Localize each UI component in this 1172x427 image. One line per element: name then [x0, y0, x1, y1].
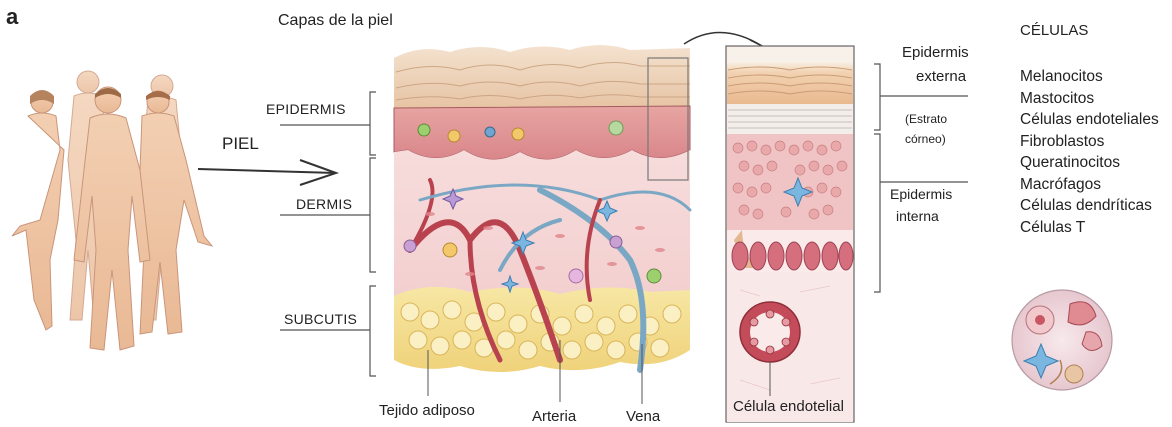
diagram-title: Capas de la piel [278, 12, 393, 30]
cell-type-list: Melanocitos Mastocitos Células endotelia… [1020, 66, 1159, 238]
list-item: Melanocitos [1020, 66, 1159, 88]
vein-label: Vena [626, 408, 660, 425]
stratum-corneum-label-line1: (Estrato [905, 112, 947, 126]
list-item: Células dendríticas [1020, 195, 1159, 217]
inner-epidermis-label-line1: Epidermis [890, 186, 952, 202]
panel-letter: a [6, 4, 18, 30]
list-item: Células T [1020, 217, 1159, 239]
dermis-layer-label: DERMIS [296, 196, 352, 212]
cells-heading: CÉLULAS [1020, 22, 1088, 39]
piel-label: PIEL [222, 134, 259, 154]
outer-epidermis-label-line1: Epidermis [902, 44, 969, 61]
cells-circle-illustration [1012, 290, 1112, 390]
zoom-panel [726, 46, 854, 422]
subcutis-layer-label: SUBCUTIS [284, 311, 357, 327]
list-item: Queratinocitos [1020, 152, 1159, 174]
endothelial-cell-label: Célula endotelial [733, 398, 844, 415]
people-group-figure [12, 71, 212, 350]
piel-arrow [198, 160, 336, 185]
epidermis-layer-label: EPIDERMIS [266, 101, 346, 117]
list-item: Mastocitos [1020, 88, 1159, 110]
skin-layers-block [394, 45, 690, 372]
stratum-corneum-label-line2: córneo) [905, 132, 946, 146]
list-item: Fibroblastos [1020, 131, 1159, 153]
layer-brackets [280, 92, 376, 376]
list-item: Macrófagos [1020, 174, 1159, 196]
artery-label: Arteria [532, 408, 576, 425]
zoom-brackets [874, 64, 968, 292]
list-item: Células endoteliales [1020, 109, 1159, 131]
outer-epidermis-label-line2: externa [916, 68, 966, 85]
inner-epidermis-label-line2: interna [896, 208, 939, 224]
adipose-tissue-label: Tejido adiposo [379, 402, 475, 419]
